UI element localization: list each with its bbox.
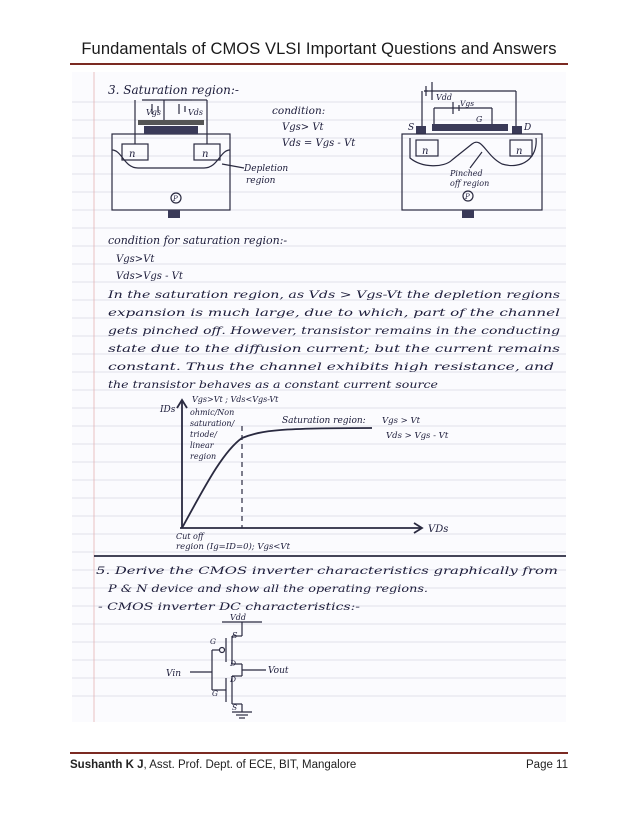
cmos-inverter-circuit: Vdd S G D Vout D G S Vin (166, 613, 289, 719)
q5-line-3: - CMOS inverter DC characteristics:- (98, 601, 361, 613)
para-line-1: In the saturation region, as Vds > Vgs-V… (107, 289, 561, 301)
graph-x-label: VDs (428, 524, 448, 535)
header-rule (70, 63, 568, 65)
saturation-cond-2: Vds > Vgs - Vt (386, 431, 449, 441)
inverter-pmos-g: G (210, 637, 216, 646)
condition-heading: condition: (272, 105, 325, 117)
diagram-right-g: G (476, 115, 483, 124)
footer-page-number: Page 11 (526, 759, 568, 771)
inverter-vin-label: Vin (166, 669, 181, 679)
diagram-right-n-drain: n (516, 146, 522, 157)
graph-y-label: IDs (159, 405, 176, 415)
diagram-right-vdd: Vdd (436, 93, 452, 102)
inverter-vdd-label: Vdd (230, 613, 246, 622)
page-header-title: Fundamentals of CMOS VLSI Important Ques… (81, 40, 557, 58)
diagram-right-n-source: n (422, 146, 428, 157)
footer-affiliation: , Asst. Prof. Dept. of ECE, BIT, Mangalo… (143, 759, 357, 771)
footer-author: Sushanth K J (70, 759, 144, 771)
para-line-6: the transistor behaves as a constant cur… (108, 379, 438, 391)
cutoff-label-2: region (Ig=ID=0); Vgs<Vt (176, 541, 291, 552)
inverter-vout-label: Vout (268, 666, 289, 676)
diagram-right-s: S (408, 123, 414, 133)
diagram-right-p: P (464, 193, 470, 201)
inverter-nmos-s: S (232, 703, 237, 712)
inverter-pmos-d: D (229, 659, 236, 668)
depletion-label-1: Depletion (243, 164, 288, 174)
para-line-2: expansion is much large, due to which, p… (108, 307, 560, 319)
footer-rule (70, 752, 568, 754)
saturation-cond-1: Vgs > Vt (382, 416, 421, 426)
mosfet-diagram-left: Vgs Vds n n Depletion region P (111, 99, 288, 218)
mosfet-diagram-right: Vdd Vgs S D G n n Pinched off region P (401, 82, 543, 218)
diagram-left-p: P (172, 195, 178, 203)
diagram-left-n-source: n (129, 149, 135, 160)
cond-saturation-1: Vgs>Vt (116, 254, 155, 265)
pinched-label-2: off region (450, 179, 489, 188)
cond-saturation-heading: condition for saturation region:- (108, 234, 287, 247)
para-line-4: state due to the diffusion current; but … (108, 343, 561, 355)
handwritten-notes-page: 3. Saturation region:- Vgs Vds n n Deple… (72, 72, 566, 722)
id-vds-graph: IDs Vgs>Vt ; Vds<Vgs-Vt ohmic/Non satura… (159, 395, 449, 552)
ohmic-label-1: ohmic/Non (190, 408, 234, 417)
q5-line-1: 5. Derive the CMOS inverter characterist… (96, 565, 558, 577)
page-footer: Sushanth K J, Asst. Prof. Dept. of ECE, … (70, 759, 568, 771)
cond-saturation-2: Vds>Vgs - Vt (116, 271, 184, 282)
handwritten-notes-drawing: 3. Saturation region:- Vgs Vds n n Deple… (72, 72, 566, 722)
q3-heading: 3. Saturation region:- (108, 83, 239, 97)
pinched-label-1: Pinched (449, 169, 483, 178)
condition-1: Vgs> Vt (282, 122, 325, 133)
ruled-lines (72, 72, 566, 722)
saturation-label: Saturation region: (282, 416, 366, 426)
diagram-left-n-drain: n (202, 149, 208, 160)
graph-top-condition: Vgs>Vt ; Vds<Vgs-Vt (192, 395, 279, 404)
depletion-label-2: region (246, 176, 276, 186)
ohmic-label-3: triode/ (190, 430, 218, 439)
para-line-3: gets pinched off. However, transistor re… (108, 325, 560, 337)
para-line-5: constant. Thus the channel exhibits high… (108, 361, 554, 373)
condition-2: Vds = Vgs - Vt (282, 138, 356, 149)
diagram-left-vgs: Vgs (146, 108, 161, 117)
cutoff-label-1: Cut off (176, 532, 205, 541)
diagram-right-vgs: Vgs (460, 99, 474, 108)
ohmic-label-4: linear (190, 441, 215, 450)
diagram-left-vds: Vds (188, 108, 203, 117)
q5-line-2: P & N device and show all the operating … (107, 583, 428, 595)
inverter-nmos-g: G (212, 689, 218, 698)
diagram-right-d: D (523, 123, 531, 133)
ohmic-label-2: saturation/ (190, 419, 236, 428)
ohmic-label-5: region (190, 452, 216, 461)
